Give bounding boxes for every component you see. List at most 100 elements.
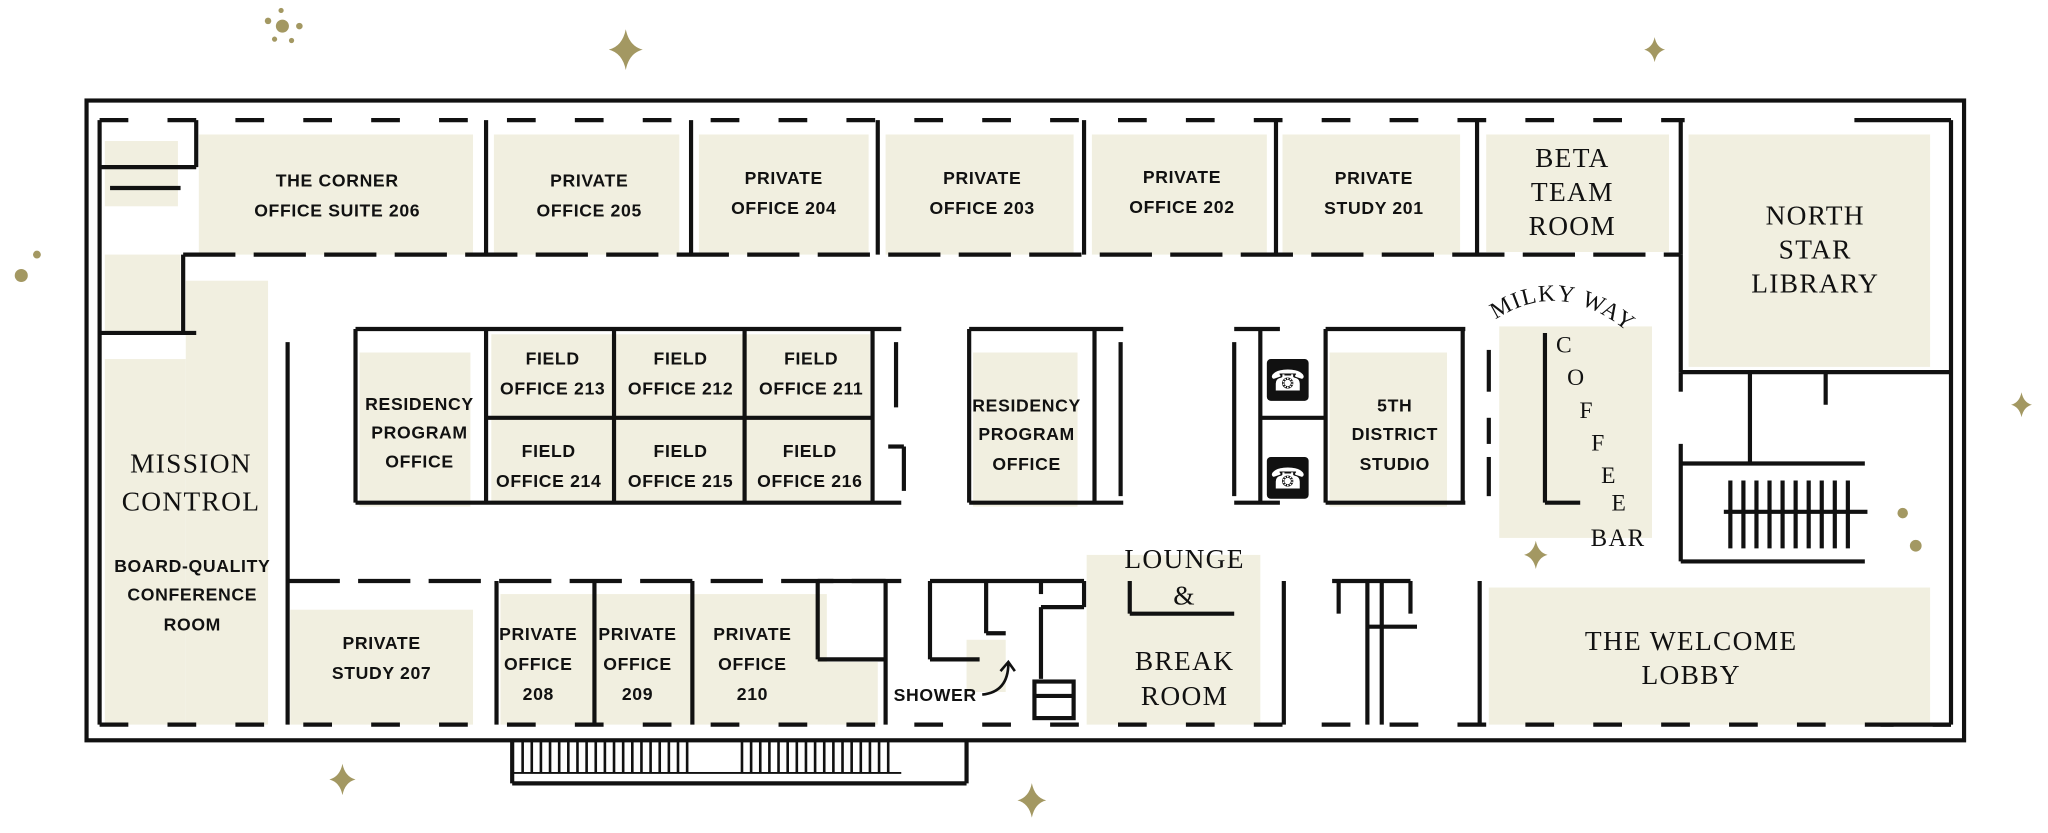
- room-label: OFFICE 202: [1129, 197, 1234, 217]
- room-private-study-201[interactable]: PRIVATE STUDY 201: [1324, 168, 1424, 218]
- star-icon: [608, 29, 643, 70]
- room-field-office-216[interactable]: FIELD OFFICE 216: [757, 441, 862, 491]
- room-label: PRIVATE: [550, 171, 628, 191]
- room-private-office-202[interactable]: PRIVATE OFFICE 202: [1129, 167, 1234, 217]
- room-north-star-library[interactable]: NORTH STAR LIBRARY: [1751, 201, 1879, 299]
- room-label: O: [1567, 365, 1585, 391]
- room-private-study-207[interactable]: PRIVATE STUDY 207: [332, 633, 432, 683]
- room-label: OFFICE SUITE 206: [254, 201, 420, 221]
- room-label: ROOM: [1141, 681, 1228, 711]
- room-labels: THE CORNER OFFICE SUITE 206 PRIVATE OFFI…: [114, 143, 1879, 711]
- room-label: STAR: [1779, 235, 1852, 265]
- room-label: &: [1173, 581, 1196, 611]
- room-field-office-213[interactable]: FIELD OFFICE 213: [500, 348, 605, 398]
- room-label: BAR: [1591, 525, 1646, 552]
- telephone-icon: ☎: [1270, 461, 1306, 495]
- room-private-office-205[interactable]: PRIVATE OFFICE 205: [537, 171, 642, 221]
- room-label: OFFICE 205: [537, 201, 642, 221]
- room-label: THE WELCOME: [1585, 626, 1798, 656]
- room-label: PRIVATE: [713, 624, 791, 644]
- room-label: BREAK: [1135, 646, 1234, 676]
- room-private-office-210[interactable]: PRIVATE OFFICE 210: [713, 624, 791, 704]
- room-label: 5TH: [1377, 395, 1412, 415]
- room-label: LOUNGE: [1124, 544, 1244, 574]
- room-lounge-break-room[interactable]: LOUNGE & BREAK ROOM: [1124, 544, 1244, 711]
- room-residency-program-office-1[interactable]: RESIDENCY PROGRAM OFFICE: [365, 394, 474, 471]
- room-private-office-204[interactable]: PRIVATE OFFICE 204: [731, 168, 836, 218]
- walls: [84, 98, 1967, 786]
- room-label: MISSION: [130, 449, 252, 479]
- room-private-office-203[interactable]: PRIVATE OFFICE 203: [930, 168, 1035, 218]
- room-label: F: [1591, 430, 1605, 456]
- room-label: PRIVATE: [943, 168, 1021, 188]
- sparkle-dots: [14, 7, 1922, 552]
- room-label: OFFICE: [385, 451, 453, 471]
- room-label: LOBBY: [1641, 660, 1740, 690]
- room-label: 208: [523, 684, 554, 704]
- room-label: C: [1556, 333, 1573, 359]
- room-label: FIELD: [526, 348, 580, 368]
- star-icon: [1524, 540, 1548, 569]
- star-icon: [329, 763, 356, 796]
- room-label: 210: [737, 684, 768, 704]
- star-icon: [2011, 392, 2032, 418]
- room-label: OFFICE 215: [628, 471, 733, 491]
- room-label: STUDIO: [1360, 454, 1430, 474]
- room-field-office-211[interactable]: FIELD OFFICE 211: [759, 348, 863, 398]
- room-label: STUDY 201: [1324, 198, 1424, 218]
- room-sublabel: ROOM: [164, 615, 221, 635]
- room-mission-control[interactable]: MISSION CONTROL BOARD-QUALITY CONFERENCE…: [114, 449, 270, 635]
- room-label: E: [1612, 491, 1628, 517]
- room-beta-team-room[interactable]: BETA TEAM ROOM: [1529, 143, 1616, 241]
- room-label: ROOM: [1529, 211, 1616, 241]
- room-label: THE CORNER: [276, 171, 399, 191]
- room-label: OFFICE 213: [500, 378, 605, 398]
- shower-arrow-icon: [982, 659, 1016, 696]
- room-label: OFFICE 204: [731, 198, 836, 218]
- room-label: PRIVATE: [1143, 167, 1221, 187]
- room-label: OFFICE 211: [759, 378, 863, 398]
- phone-booth-1: [1266, 359, 1309, 401]
- room-private-office-208[interactable]: PRIVATE OFFICE 208: [499, 624, 577, 704]
- star-icon: [1017, 783, 1047, 818]
- room-private-office-209[interactable]: PRIVATE OFFICE 209: [598, 624, 676, 704]
- staircase: [1723, 480, 1868, 549]
- room-label: PRIVATE: [342, 633, 420, 653]
- room-label: OFFICE 212: [628, 378, 733, 398]
- room-label: PRIVATE: [499, 624, 577, 644]
- room-label: BETA: [1535, 143, 1610, 173]
- room-label: OFFICE: [992, 454, 1060, 474]
- room-label: PRIVATE: [598, 624, 676, 644]
- room-label: CONTROL: [122, 487, 261, 517]
- room-sublabel: BOARD-QUALITY: [114, 556, 270, 576]
- room-label: FIELD: [784, 348, 838, 368]
- room-field-office-215[interactable]: FIELD OFFICE 215: [628, 441, 733, 491]
- room-label: OFFICE 214: [496, 471, 601, 491]
- room-label: OFFICE: [718, 654, 786, 674]
- room-label: FIELD: [522, 441, 576, 461]
- room-label: FIELD: [654, 348, 708, 368]
- room-label: RESIDENCY: [972, 395, 1081, 415]
- telephone-icon: ☎: [1270, 363, 1306, 397]
- decorations: [14, 7, 2032, 818]
- room-field-office-212[interactable]: FIELD OFFICE 212: [628, 348, 733, 398]
- room-label: PROGRAM: [371, 423, 468, 443]
- room-corner-office-suite-206[interactable]: THE CORNER OFFICE SUITE 206: [254, 171, 420, 221]
- room-label: NORTH: [1766, 201, 1865, 231]
- room-label: FIELD: [783, 441, 837, 461]
- room-sublabel: CONFERENCE: [127, 585, 257, 605]
- room-residency-program-office-2[interactable]: RESIDENCY PROGRAM OFFICE: [972, 395, 1081, 474]
- room-label: 209: [622, 684, 653, 704]
- room-label: F: [1580, 398, 1594, 424]
- room-welcome-lobby[interactable]: THE WELCOME LOBBY: [1585, 626, 1798, 690]
- room-label: DISTRICT: [1352, 424, 1438, 444]
- room-label: PRIVATE: [1335, 168, 1413, 188]
- room-label: OFFICE: [603, 654, 671, 674]
- entrance-steps: [510, 740, 969, 786]
- room-label: TEAM: [1531, 177, 1614, 207]
- room-5th-district-studio[interactable]: 5TH DISTRICT STUDIO: [1352, 395, 1438, 474]
- room-label: STUDY 207: [332, 663, 432, 683]
- room-field-office-214[interactable]: FIELD OFFICE 214: [496, 441, 601, 491]
- star-icon: [1644, 37, 1666, 63]
